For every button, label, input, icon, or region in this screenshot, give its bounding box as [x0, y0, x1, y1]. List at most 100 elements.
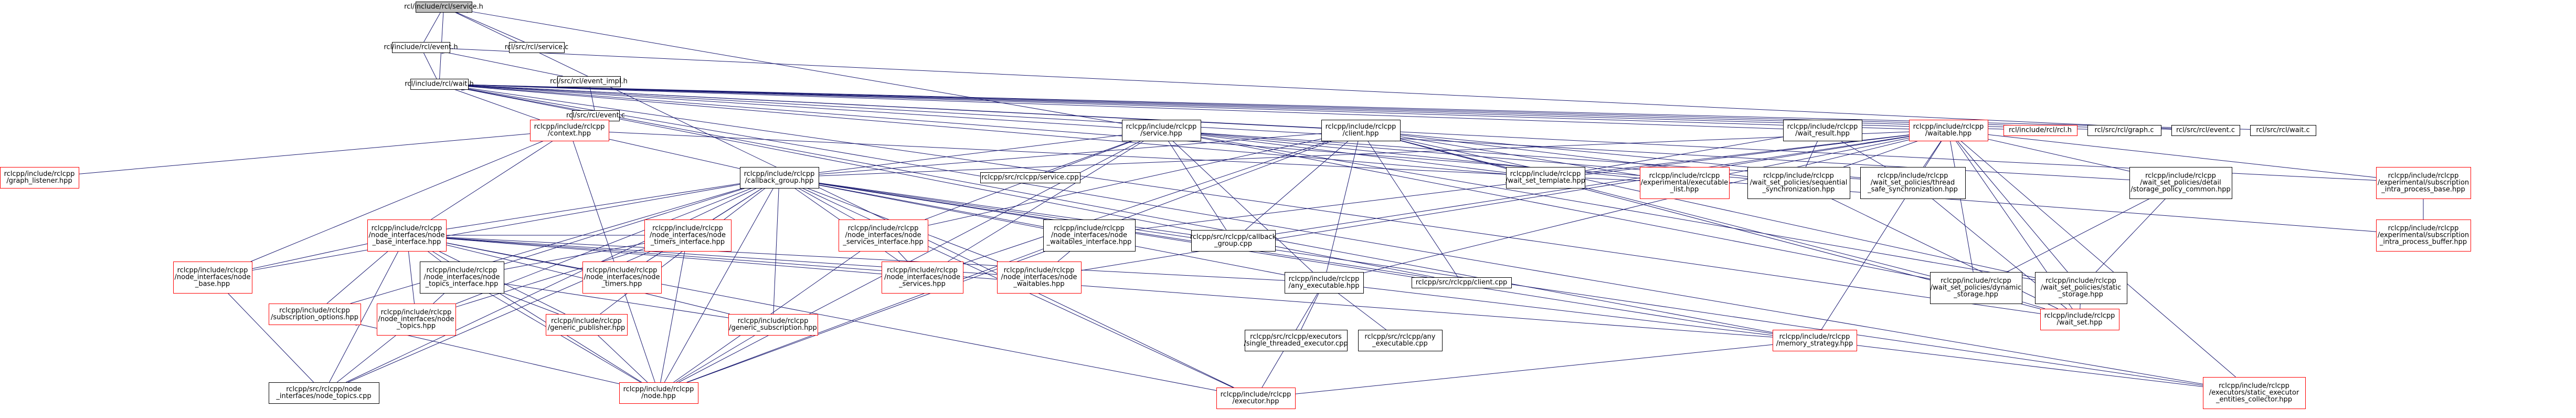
dependency-edge: [818, 129, 1914, 176]
file-node[interactable]: rclcpp/include/rclcpp/memory_strategy.hp…: [1773, 330, 1857, 351]
file-node[interactable]: rclcpp/include/rclcpp/wait_set_policies/…: [1747, 167, 1850, 199]
file-node-label: rclcpp/src/rclcpp/service.cpp: [981, 174, 1078, 182]
file-node[interactable]: rclcpp/include/rclcpp/node_interfaces/no…: [1043, 220, 1136, 252]
file-node[interactable]: rclcpp/include/rclcpp/wait_set_policies/…: [1860, 167, 1966, 199]
file-node[interactable]: rclcpp/include/rclcpp/node_interfaces/no…: [997, 262, 1082, 294]
dependency-edge: [1983, 132, 2377, 178]
file-node[interactable]: rclcpp/include/rclcpp/node_interfaces/no…: [582, 262, 662, 294]
file-node[interactable]: rclcpp/include/rclcpp/wait_set_policies/…: [2129, 167, 2232, 199]
file-node[interactable]: rclcpp/include/rclcpp/callback_group.hpp: [740, 167, 819, 189]
dependency-edge: [1947, 135, 1974, 273]
file-node[interactable]: rcl/src/rcl/event_impl.h: [550, 76, 628, 87]
file-node[interactable]: rclcpp/include/rclcpp/experimental/subsc…: [2376, 167, 2471, 199]
file-node[interactable]: rclcpp/include/rclcpp/wait_set_policies/…: [1930, 272, 2022, 304]
file-node-label: /wait_set_policies/sequential: [1750, 179, 1848, 187]
file-node[interactable]: rclcpp/include/rclcpp/subscription_optio…: [269, 304, 361, 325]
file-node[interactable]: rclcpp/include/rclcpp/experimental/subsc…: [2376, 220, 2471, 252]
file-node[interactable]: rclcpp/include/rclcpp/generic_subscripti…: [728, 314, 818, 336]
dependency-edge: [1395, 137, 1931, 277]
file-node-label: /any_executable.hpp: [1288, 282, 1359, 290]
file-node-label: /experimental/subscription: [2378, 232, 2469, 239]
dependency-edge: [455, 184, 758, 305]
file-node-box: [546, 314, 628, 336]
file-node[interactable]: rcl/src/rcl/graph.c: [2087, 125, 2161, 136]
file-node-box: [1773, 330, 1857, 351]
file-node[interactable]: rcl/src/rcl/event.c: [566, 110, 625, 121]
file-node[interactable]: rclcpp/include/rclcpp/wait_set_policies/…: [2035, 272, 2127, 304]
file-node[interactable]: rclcpp/include/rclcpp/node_interfaces/no…: [377, 304, 456, 336]
file-node-label: rclcpp/include/rclcpp: [534, 123, 605, 131]
file-node[interactable]: rclcpp/include/rclcpp/wait_result.hpp: [1783, 120, 1862, 141]
file-node[interactable]: rclcpp/include/rclcpp/generic_publisher.…: [546, 314, 628, 336]
file-node[interactable]: rclcpp/src/rclcpp/client.cpp: [1412, 277, 1512, 288]
file-node-box: [2035, 272, 2127, 304]
file-node[interactable]: rcl/src/rcl/wait.c: [2250, 125, 2316, 136]
file-node[interactable]: rclcpp/include/rclcpp/wait_set_template.…: [1506, 167, 1585, 189]
file-node[interactable]: rclcpp/include/rclcpp/service.hpp: [1122, 120, 1201, 141]
file-node[interactable]: rclcpp/include/rclcpp/client.hpp: [1321, 120, 1401, 141]
file-node[interactable]: rclcpp/include/rclcpp/node_interfaces/no…: [839, 220, 928, 252]
file-node-label: /context.hpp: [548, 130, 591, 138]
file-node-label: rclcpp/include/rclcpp: [1649, 172, 1720, 180]
file-node-label: _intra_process_base.hpp: [2381, 186, 2465, 194]
dependency-edge: [1395, 135, 2036, 278]
file-node[interactable]: rclcpp/include/rclcpp/executors/static_e…: [2203, 377, 2306, 409]
file-node-box: [980, 172, 1080, 183]
file-node-label: rclcpp/include/rclcpp: [427, 267, 497, 275]
file-node[interactable]: rclcpp/src/rclcpp/callback_group.cpp: [1190, 230, 1277, 252]
file-node[interactable]: rclcpp/include/rclcpp/executor.hpp: [1216, 388, 1296, 409]
file-node[interactable]: rclcpp/include/rclcpp/node.hpp: [619, 382, 698, 404]
file-node[interactable]: rclcpp/src/rclcpp/node_interfaces/node_t…: [269, 382, 379, 404]
dependency-edge: [444, 46, 2172, 129]
file-node-label: /waitable.hpp: [1925, 130, 1971, 138]
dependency-edge: [1843, 137, 1924, 168]
dependency-edge: [1195, 134, 2036, 280]
dependency-edge: [1168, 135, 1313, 273]
file-node-label: rcl/src/rcl/event.c: [2176, 127, 2235, 134]
file-node-label: rcl/include/rcl/service.h: [404, 3, 483, 11]
file-node[interactable]: rclcpp/include/rclcpp/node_interfaces/no…: [420, 262, 504, 294]
file-node-label: _timers.hpp: [601, 280, 642, 288]
file-node[interactable]: rclcpp/include/rclcpp/graph_listener.hpp: [0, 167, 79, 189]
file-node-box: [1783, 120, 1862, 141]
file-node-box: [2003, 125, 2077, 136]
file-node-label: rclcpp/include/rclcpp: [2044, 312, 2115, 320]
file-node[interactable]: rclcpp/src/rclcpp/executors/single_threa…: [1244, 330, 1348, 351]
dependency-edge: [1835, 137, 1886, 168]
file-node-box: [509, 42, 565, 53]
file-node[interactable]: rclcpp/include/rclcpp/context.hpp: [530, 120, 609, 141]
dependency-edge: [773, 183, 781, 315]
file-node-label: /wait_set_policies/detail: [2140, 179, 2221, 187]
file-node-box: [1909, 120, 1988, 141]
file-node-label: rclcpp/include/rclcpp: [1787, 123, 1858, 131]
file-node[interactable]: rclcpp/include/rclcpp/node_interfaces/no…: [367, 220, 447, 252]
file-node[interactable]: rcl/src/rcl/service.c: [505, 42, 569, 53]
file-node-label: /generic_publisher.hpp: [548, 324, 625, 332]
file-node[interactable]: rclcpp/include/rclcpp/any_executable.hpp: [1285, 272, 1364, 294]
file-node-box: [416, 2, 472, 13]
file-node[interactable]: rclcpp/src/rclcpp/any_executable.cpp: [1358, 330, 1443, 351]
file-node-label: _topics_interface.hpp: [425, 280, 499, 288]
file-node[interactable]: rcl/include/rcl/rcl.h: [2003, 125, 2077, 136]
file-node[interactable]: rclcpp/include/rclcpp/waitable.hpp: [1909, 120, 1988, 141]
file-node-box: [997, 262, 1082, 294]
file-node-box: [1321, 120, 1401, 141]
file-node[interactable]: rclcpp/include/rclcpp/node_interfaces/no…: [882, 262, 963, 294]
file-node[interactable]: rclcpp/include/rclcpp/node_interfaces/no…: [173, 262, 252, 294]
file-node-label: rcl/src/rcl/service.c: [505, 44, 569, 51]
dependency-edge: [2006, 194, 2155, 273]
file-node-box: [2376, 220, 2471, 252]
file-node[interactable]: rcl/src/rcl/event.c: [2171, 125, 2240, 136]
file-node[interactable]: rclcpp/include/rclcpp/experimental/execu…: [1640, 167, 1730, 199]
file-node-label: _waitables.hpp: [1013, 280, 1064, 288]
dependency-edge: [467, 8, 1122, 124]
dependency-edge: [592, 330, 648, 383]
dependency-edge: [1363, 135, 1458, 278]
dependency-edge: [1195, 134, 1931, 279]
file-node[interactable]: rclcpp/src/rclcpp/service.cpp: [980, 172, 1080, 183]
file-node[interactable]: rcl/include/rcl/wait.h: [405, 79, 474, 90]
file-node[interactable]: rclcpp/include/rclcpp/wait_set.hpp: [2040, 309, 2119, 330]
file-node[interactable]: rcl/include/rcl/event.h: [384, 42, 458, 53]
file-node[interactable]: rclcpp/include/rclcpp/node_interfaces/no…: [644, 220, 732, 252]
